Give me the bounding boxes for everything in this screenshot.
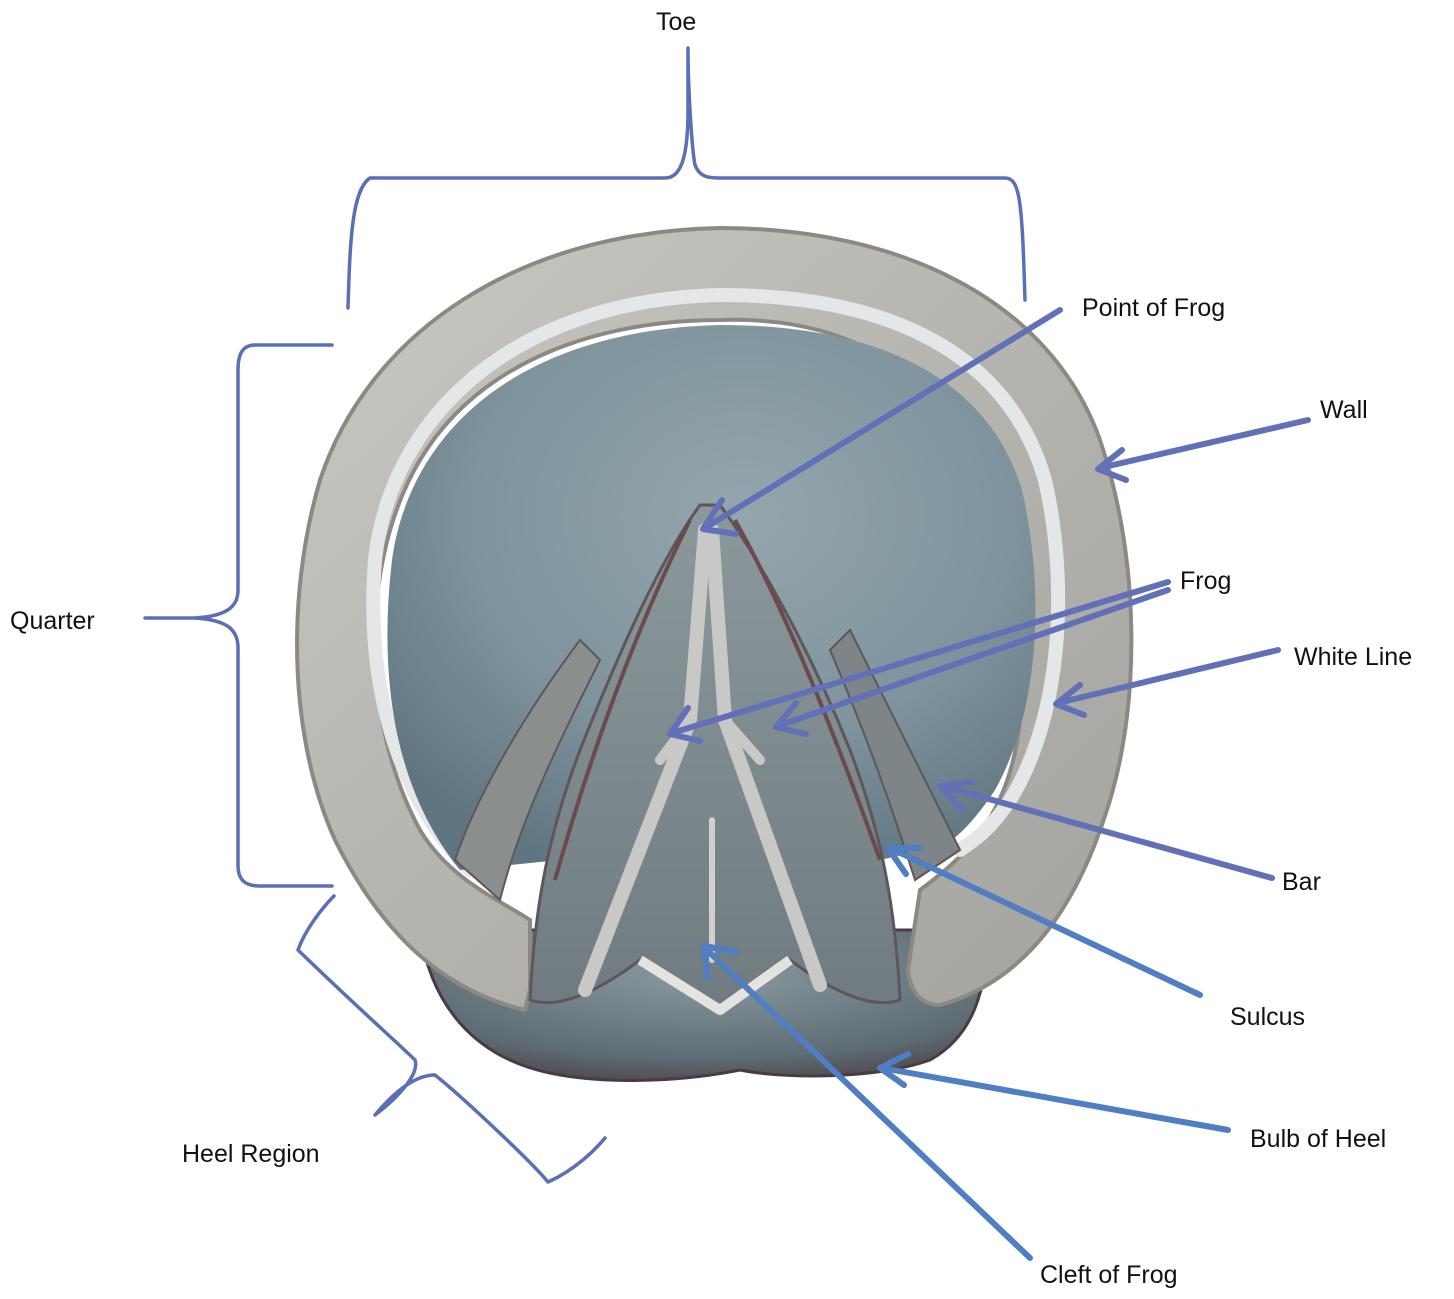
label-point-of-frog: Point of Frog bbox=[1082, 296, 1225, 321]
label-quarter: Quarter bbox=[10, 609, 95, 634]
label-bulb-of-heel: Bulb of Heel bbox=[1250, 1127, 1386, 1152]
label-wall: Wall bbox=[1320, 398, 1368, 423]
label-white-line: White Line bbox=[1294, 645, 1412, 670]
label-toe: Toe bbox=[656, 10, 696, 35]
arrow-wall bbox=[1100, 420, 1308, 468]
label-cleft-of-frog: Cleft of Frog bbox=[1040, 1263, 1178, 1288]
label-bar: Bar bbox=[1282, 870, 1321, 895]
label-frog: Frog bbox=[1180, 569, 1231, 594]
label-heel-region: Heel Region bbox=[182, 1142, 320, 1167]
label-sulcus: Sulcus bbox=[1230, 1005, 1305, 1030]
arrow-bulb-of-heel bbox=[882, 1068, 1228, 1130]
